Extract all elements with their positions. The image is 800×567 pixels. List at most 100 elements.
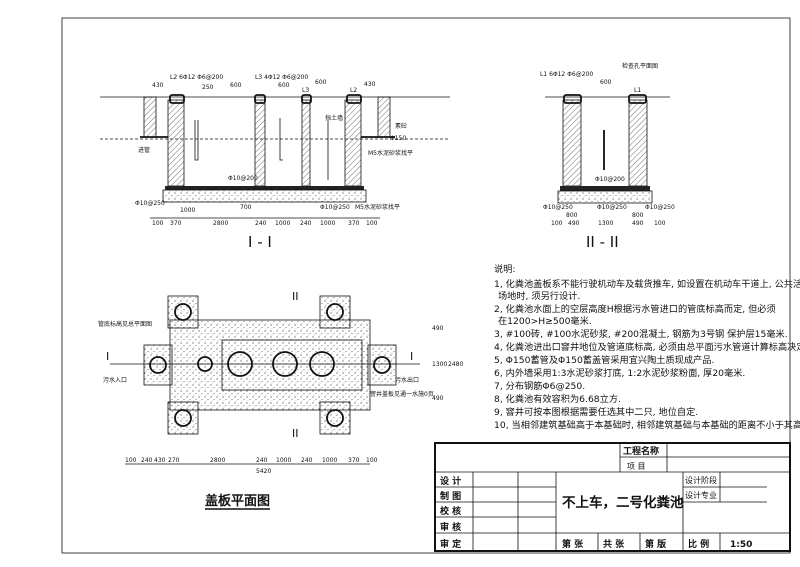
label-inlet: 污水入口 bbox=[103, 376, 127, 384]
dim: 100 bbox=[654, 220, 666, 227]
notes: 说明: 1, 化粪池盖板系不能行驶机动车及载货推车, 如设置在机动车干道上, 公… bbox=[494, 263, 800, 431]
label-plaster: 素砼 bbox=[395, 122, 407, 130]
note-item: 6, 内外墙采用1:3水泥砂浆打底, 1:2水泥砂浆粉面, 厚20毫米. bbox=[494, 367, 745, 379]
manhole-circle bbox=[326, 303, 344, 321]
manhole-circle bbox=[309, 351, 335, 377]
note-item: 5, Φ150蓄管及Φ150蓄盖管采用宜兴陶土质现成产品. bbox=[494, 354, 714, 366]
note-item: 10, 当相邻建筑基础高于本基础时, 相邻建筑基础与本基础的距离不小于其高差. bbox=[494, 419, 800, 431]
section-2-2: L1 6Φ12 Φ6@200 检查孔平面图 L1 Φ10@200 Φ10@250… bbox=[540, 62, 675, 251]
manhole-outlet bbox=[367, 344, 397, 386]
manhole-circles bbox=[149, 303, 391, 427]
baffle-pipes bbox=[194, 118, 329, 180]
dim: 250 bbox=[202, 84, 214, 91]
label-outlet: 污水出口 bbox=[395, 376, 419, 384]
role-review: 审 核 bbox=[440, 521, 461, 533]
label-beam-l1b: L1 bbox=[634, 87, 641, 94]
wall-right-2 bbox=[628, 99, 648, 187]
floor-slab-2 bbox=[560, 186, 650, 191]
dim: 240 bbox=[300, 220, 312, 227]
dim: 2800 bbox=[213, 220, 228, 227]
plan-title: 盖板平面图 bbox=[205, 493, 270, 509]
title-block-grid bbox=[435, 443, 790, 551]
dim: 1000 bbox=[320, 220, 335, 227]
note-item: 9, 窨井可按本图根据需要任选其中二只, 地位自定. bbox=[494, 406, 698, 418]
dim: 100 bbox=[551, 220, 563, 227]
manhole-circle bbox=[373, 356, 391, 374]
dim: 100 bbox=[152, 220, 164, 227]
dim: 600 bbox=[600, 79, 612, 86]
dim: 700 bbox=[240, 204, 252, 211]
wall-right bbox=[344, 99, 362, 187]
dim: 240 bbox=[141, 457, 153, 464]
dim: 100 bbox=[125, 457, 137, 464]
label-cover-rebar: Φ10@200 bbox=[228, 175, 258, 182]
manhole-circle bbox=[227, 351, 253, 377]
dim: 490 bbox=[432, 395, 444, 402]
label-beam-l1: L1 6Φ12 Φ6@200 bbox=[540, 71, 593, 78]
label-plan-ref: 检查孔平面图 bbox=[622, 62, 658, 70]
base-slab-2 bbox=[557, 190, 653, 204]
label-project-name: 工程名称 bbox=[623, 445, 659, 457]
dim: 370 bbox=[348, 220, 360, 227]
dim: 600 bbox=[230, 82, 242, 89]
label-sand-1: M5水泥砂浆找平 bbox=[368, 149, 413, 157]
dim: 240 bbox=[301, 457, 313, 464]
dims-bottom-2: 100 490 1300 490 100 bbox=[551, 220, 666, 227]
dims-bottom: 100 370 2800 240 1000 240 1000 370 100 1… bbox=[152, 204, 378, 227]
dim: 100 bbox=[366, 457, 378, 464]
wall-left-2 bbox=[562, 99, 582, 187]
role-drafting: 制 图 bbox=[440, 490, 461, 502]
dim: 430 bbox=[154, 457, 166, 464]
manhole-circle bbox=[174, 303, 192, 321]
plan-dims: 100 240 430 270 2800 240 1000 240 1000 3… bbox=[125, 325, 463, 475]
label-rebar-r: Φ10@250 bbox=[645, 204, 675, 211]
label-bottom-rebar: Φ10@250 bbox=[135, 200, 165, 207]
note-item: 7, 分布钢筋Φ6@250. bbox=[494, 380, 585, 392]
manhole-circle bbox=[197, 356, 213, 372]
label-beam-l2: L2 6Φ12 Φ6@200 bbox=[170, 74, 223, 81]
wall-partition-2 bbox=[301, 99, 311, 187]
note-item: 1, 化粪池盖板系不能行驶机动车及载货推车, 如设置在机动车干道上, 公共活动 bbox=[494, 278, 800, 290]
base-slab bbox=[162, 189, 367, 203]
note-item: 3, #100砖, #100水泥砂浆, #200混凝土, 钢筋为3号钢 保护层1… bbox=[494, 328, 788, 340]
label-pipe-out: Φ150 bbox=[390, 135, 406, 142]
label-edition: 第 版 bbox=[645, 538, 666, 550]
label-item: 项 目 bbox=[627, 462, 646, 471]
dim: 600 bbox=[315, 79, 327, 86]
manhole-circle bbox=[149, 356, 167, 374]
manhole-circle bbox=[174, 409, 192, 427]
dim: 370 bbox=[170, 220, 182, 227]
label-rebar-l: Φ10@250 bbox=[543, 204, 573, 211]
label-partition: 挡土墙 bbox=[325, 114, 343, 122]
label-bottom-rebar-2: Φ10@250 bbox=[320, 204, 350, 211]
note-item: 在1200>H≥500毫米. bbox=[498, 315, 592, 327]
manhole-circle bbox=[272, 351, 298, 377]
section-mark-ii-top: II bbox=[292, 290, 299, 303]
section-mark-ii-bottom: II bbox=[292, 427, 299, 440]
dim: 240 bbox=[255, 220, 267, 227]
scale-value: 1:50 bbox=[730, 540, 752, 550]
beam-l2b bbox=[346, 94, 362, 104]
role-check: 校 核 bbox=[440, 505, 461, 517]
floor-slab bbox=[165, 186, 364, 190]
beam-l1b bbox=[628, 94, 647, 104]
label-beam-l3: L3 4Φ12 Φ6@200 bbox=[255, 74, 308, 81]
label-design-discipline: 设计专业 bbox=[685, 490, 717, 500]
dim: 370 bbox=[348, 457, 360, 464]
manhole-circle bbox=[326, 409, 344, 427]
section-mark-i-right: I bbox=[410, 350, 413, 363]
retaining-wall-right bbox=[377, 96, 391, 138]
note-item: 8, 化粪池有效容积为6.68立方. bbox=[494, 393, 621, 405]
cover-plan: 污水入口 污水出口 管底标高见总平面图 窨井盖板见通一水施0页 I I II I… bbox=[98, 290, 463, 510]
dim: 1000 bbox=[322, 457, 337, 464]
dims-top: 430 250 600 600 600 430 bbox=[152, 79, 376, 91]
manhole-tr bbox=[319, 295, 351, 329]
plan-chamber bbox=[221, 339, 363, 391]
label-beam-l2b: L2 bbox=[350, 87, 357, 94]
label-rebar-m: Φ10@250 bbox=[597, 204, 627, 211]
dim: 490 bbox=[568, 220, 580, 227]
dim: 800 bbox=[632, 212, 644, 219]
label-cover-2: Φ10@200 bbox=[595, 176, 625, 183]
label-beam-l3b: L3 bbox=[302, 87, 309, 94]
wall-partition-1 bbox=[254, 99, 266, 187]
